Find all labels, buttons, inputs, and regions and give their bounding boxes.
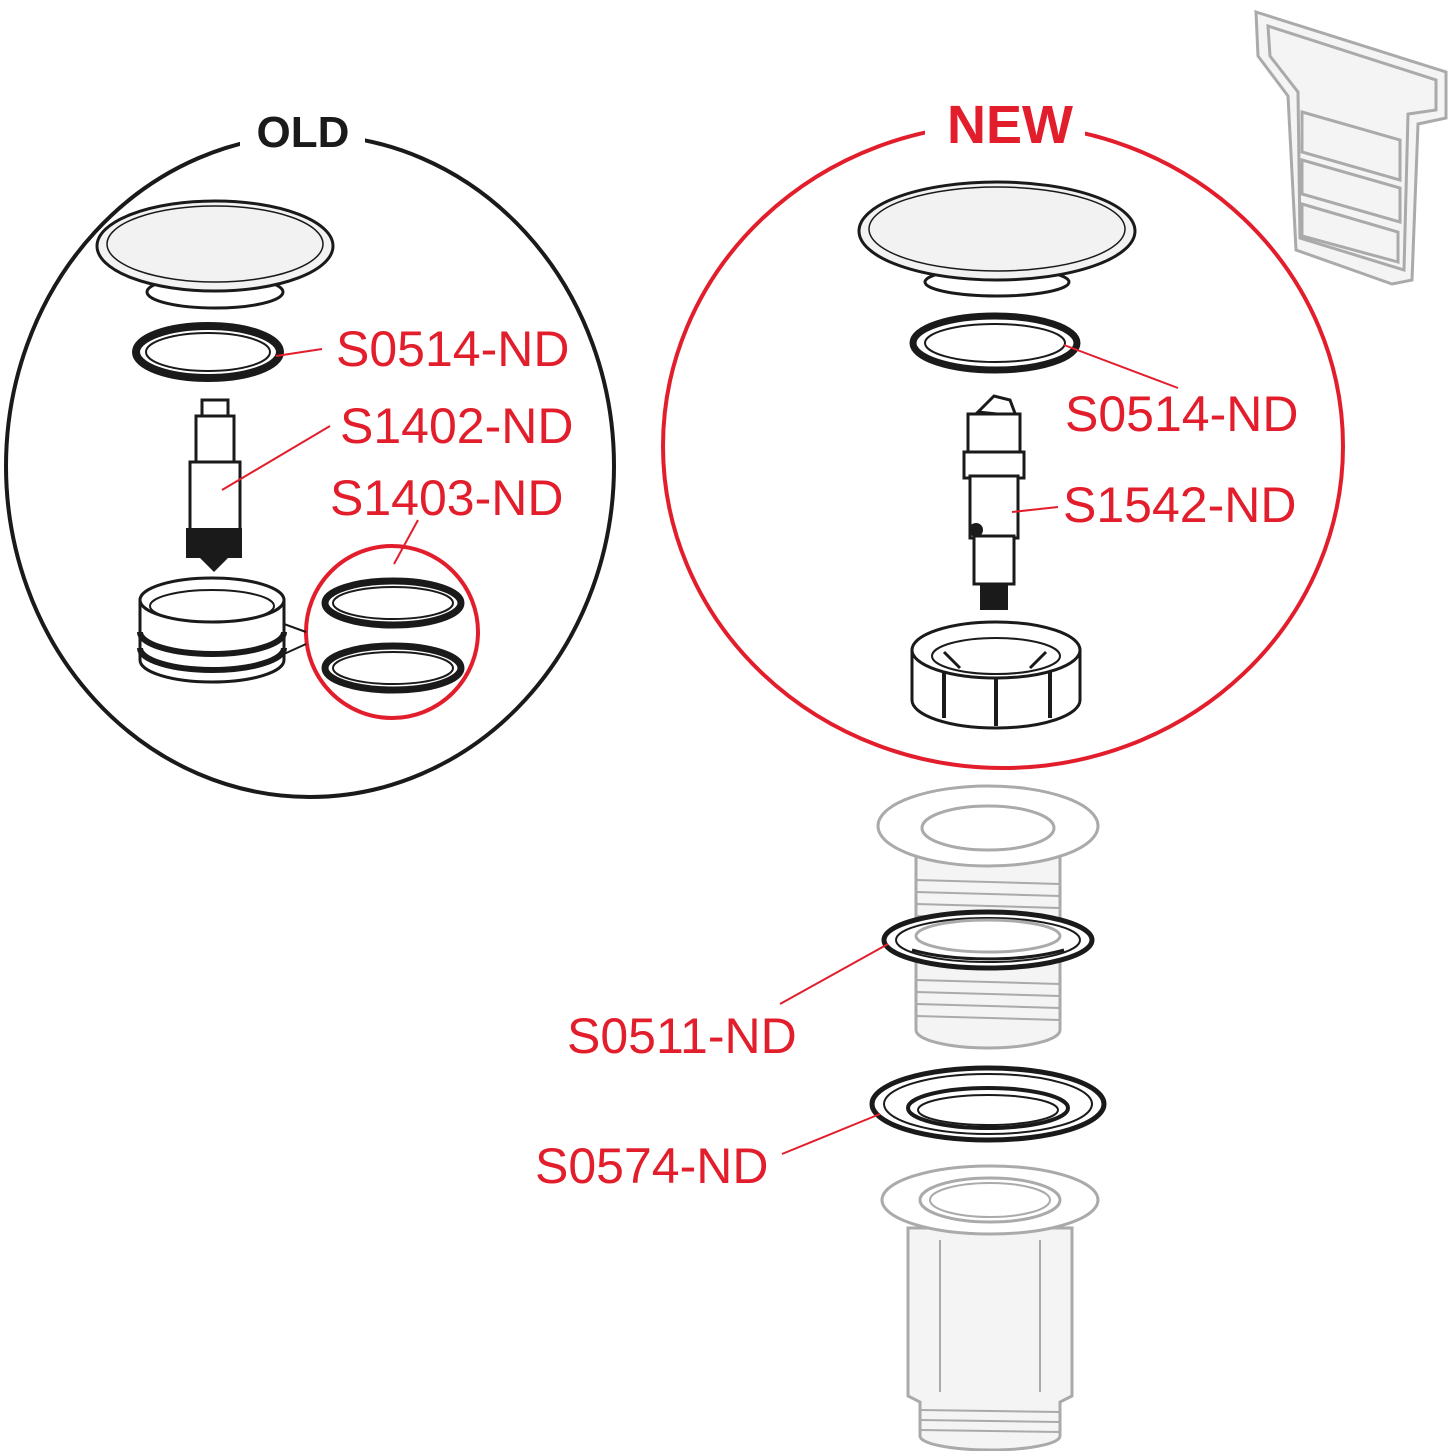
drain-body-lower — [880, 1164, 1100, 1451]
label-new-s1542: S1542-ND — [1063, 477, 1296, 533]
new-spindle-s1542 — [962, 394, 1026, 610]
drain-washer-s0574 — [869, 1065, 1107, 1143]
label-s0574: S0574-ND — [535, 1138, 768, 1194]
old-orings-s1403 — [283, 544, 480, 720]
old-cap — [95, 199, 335, 310]
new-seal-s0514 — [909, 312, 1081, 374]
old-housing — [137, 576, 287, 684]
new-group-title: NEW — [947, 95, 1073, 155]
new-nut — [910, 620, 1082, 730]
new-group: NEW — [661, 92, 1345, 770]
label-old-s1403: S1403-ND — [330, 470, 563, 526]
label-s0511: S0511-ND — [567, 1008, 797, 1064]
label-old-s1402: S1402-ND — [340, 398, 573, 454]
old-seal-s0514 — [132, 322, 284, 382]
old-spindle-s1402 — [186, 398, 242, 572]
old-group-title: OLD — [257, 108, 350, 157]
label-new-s0514: S0514-ND — [1065, 386, 1298, 442]
new-cap — [857, 180, 1137, 298]
drain-washer-s0511 — [881, 909, 1095, 971]
removal-tool-icon — [1254, 9, 1448, 286]
old-group: OLD — [4, 100, 616, 799]
label-old-s0514: S0514-ND — [336, 321, 569, 377]
